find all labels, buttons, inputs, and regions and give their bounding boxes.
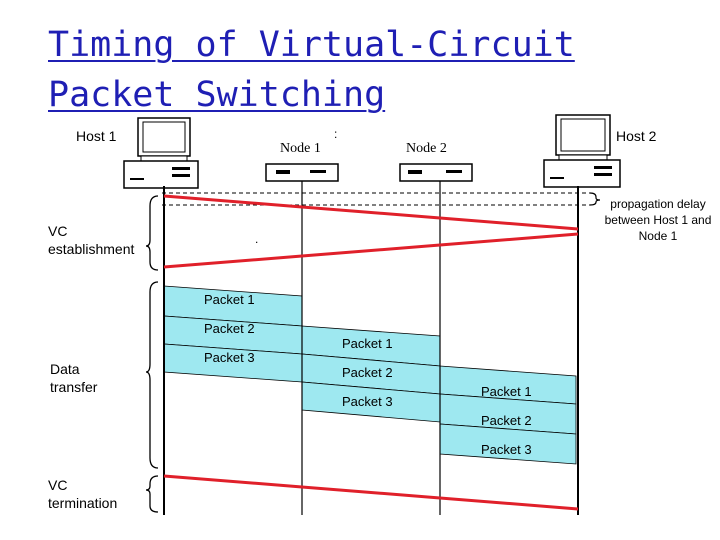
hop2-packet3-label: Packet 3 xyxy=(342,394,393,409)
hop3-packet2-label: Packet 2 xyxy=(481,413,532,428)
hop1-packet2-label: Packet 2 xyxy=(204,321,255,336)
packets-hop3 xyxy=(439,365,577,465)
hop1-packet1-label: Packet 1 xyxy=(204,292,255,307)
termination-brace xyxy=(145,475,159,513)
propagation-delay-brace xyxy=(589,192,601,206)
host2-label: Host 2 xyxy=(616,128,657,144)
vc-termination-label: VC termination xyxy=(48,476,138,512)
host1-computer-icon xyxy=(123,117,199,189)
vc-establishment-label: VC establishment xyxy=(48,222,148,258)
clear-request-messages xyxy=(163,474,579,511)
slide-title: Timing of Virtual-Circuit Packet Switchi… xyxy=(48,25,575,115)
node2-label: Node 2 xyxy=(406,141,447,156)
hop3-packet1-label: Packet 1 xyxy=(481,384,532,399)
host2-computer-icon xyxy=(543,114,621,188)
hop1-packet3-label: Packet 3 xyxy=(204,350,255,365)
establishment-brace xyxy=(145,195,159,271)
host1-label: Host 1 xyxy=(76,128,117,144)
node2-router-icon xyxy=(399,163,473,182)
node1-router-icon xyxy=(265,163,339,182)
data-transfer-text: Data transfer xyxy=(50,361,98,395)
vc-establishment-text: VC establishment xyxy=(48,223,135,257)
stray-mark-colon: : xyxy=(334,127,338,141)
hop2-packet2-label: Packet 2 xyxy=(342,365,393,380)
hop3-packet3-label: Packet 3 xyxy=(481,442,532,457)
call-request-messages xyxy=(163,194,579,231)
vc-termination-text: VC termination xyxy=(48,477,118,511)
hop2-packet1-label: Packet 1 xyxy=(342,336,393,351)
call-accept-messages xyxy=(163,232,579,269)
node1-label: Node 1 xyxy=(280,141,321,156)
propagation-delay-text: propagation delay between Host 1 and Nod… xyxy=(604,197,712,243)
transfer-brace xyxy=(145,281,159,469)
data-transfer-label: Data transfer xyxy=(50,360,110,396)
stray-mark-dot: . xyxy=(255,232,259,246)
packets-hop2 xyxy=(301,325,441,423)
propagation-delay-note: propagation delay between Host 1 and Nod… xyxy=(602,196,714,244)
